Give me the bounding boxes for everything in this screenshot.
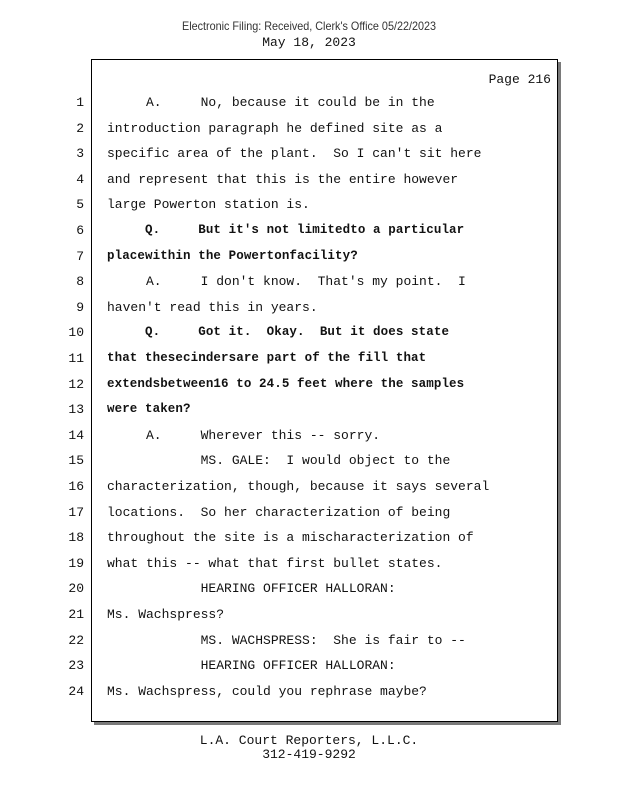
question-line: Q. Got it. Okay. But it does state [107,325,450,339]
transcript-line: A. No, because it could be in the [107,95,435,110]
line-number: 3 [76,146,84,161]
line-number: 10 [68,325,84,340]
line-number: 22 [68,633,84,648]
filing-stamp: Electronic Filing: Received, Clerk's Off… [182,19,436,33]
line-number: 20 [68,581,84,596]
transcript-line: specific area of the plant. So I can't s… [107,146,482,161]
line-number: 1 [76,95,84,110]
line-number: 14 [68,428,84,443]
line-number: 12 [68,377,84,392]
line-number: 11 [68,351,84,366]
transcript-line: Ms. Wachspress, could you rephrase maybe… [107,684,427,699]
line-number: 2 [76,121,84,136]
transcript-line: HEARING OFFICER HALLORAN: [107,581,396,596]
transcript-line: locations. So her characterization of be… [107,505,451,520]
question-line: extendsbetween16 to 24.5 feet where the … [107,377,465,391]
line-number: 16 [68,479,84,494]
line-number: 13 [68,402,84,417]
line-number: 21 [68,607,84,622]
line-number: 6 [76,223,84,238]
transcript-line: large Powerton station is. [107,197,310,212]
transcript-line: throughout the site is a mischaracteriza… [107,530,474,545]
transcript-line: introduction paragraph he defined site a… [107,121,443,136]
line-number: 19 [68,556,84,571]
question-line: placewithin the Powertonfacility? [107,249,358,263]
page-number: Page 216 [488,72,551,87]
transcript-line: MS. WACHSPRESS: She is fair to -- [107,633,466,648]
transcript-line: Ms. Wachspress? [107,607,225,622]
line-number: 18 [68,530,84,545]
transcript-line: characterization, though, because it say… [107,479,490,494]
question-line: Q. But it's not limitedto a particular [107,223,465,237]
line-number: 17 [68,505,84,520]
transcript-line: and represent that this is the entire ho… [107,172,459,187]
question-line: that thesecindersare part of the fill th… [107,351,427,365]
transcript-line: HEARING OFFICER HALLORAN: [107,658,396,673]
line-number: 4 [76,172,84,187]
transcript-line: what this -- what that first bullet stat… [107,556,443,571]
transcript-line: A. I don't know. That's my point. I [107,274,466,289]
line-number: 24 [68,684,84,699]
footer-company: L.A. Court Reporters, L.L.C. [199,733,419,748]
line-number: 23 [68,658,84,673]
line-number: 8 [76,274,84,289]
line-number: 5 [76,197,84,212]
transcript-line: MS. GALE: I would object to the [107,453,451,468]
transcript-line: A. Wherever this -- sorry. [107,428,381,443]
line-number: 9 [76,300,84,315]
transcript-page: Page 216 [91,59,558,722]
line-number: 7 [76,249,84,264]
transcript-date: May 18, 2023 [262,35,356,50]
line-number: 15 [68,453,84,468]
transcript-line: haven't read this in years. [107,300,318,315]
footer-phone: 312-419-9292 [262,747,356,762]
question-line: were taken? [107,402,191,416]
